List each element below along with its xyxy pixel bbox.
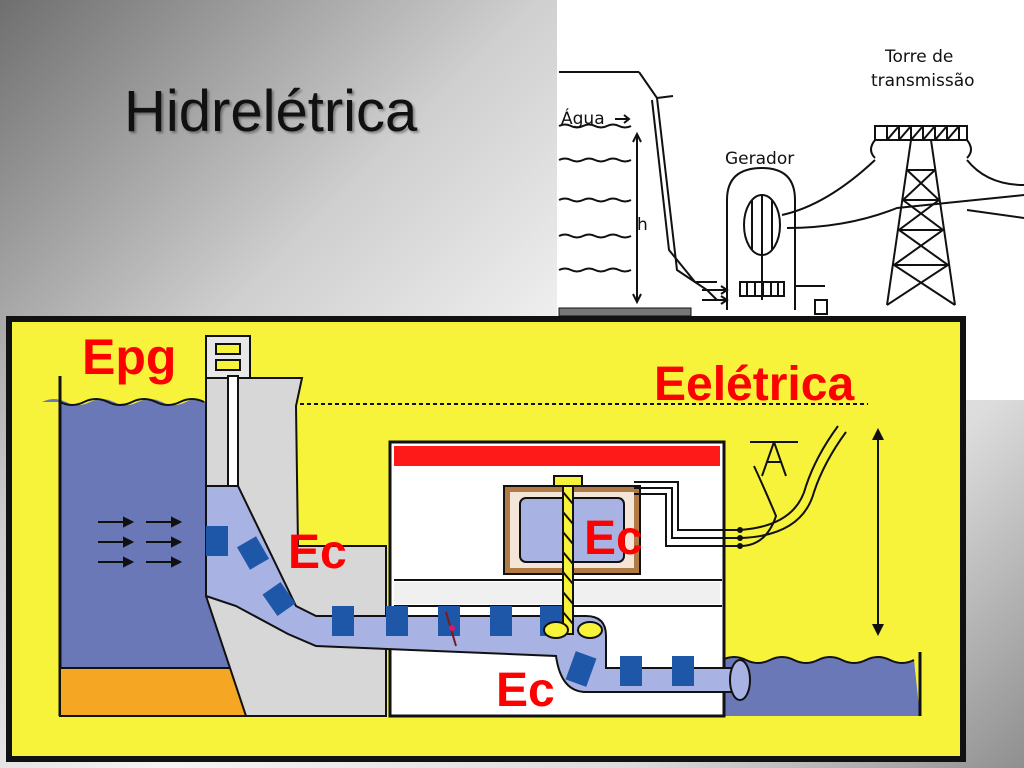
generator-label: Gerador: [725, 149, 794, 169]
label-eeletrica: Eelétrica: [654, 358, 854, 411]
tower-label-line1: Torre de: [884, 47, 953, 67]
label-epg: Epg: [82, 329, 176, 385]
label-ec-outlet: Ec: [496, 664, 555, 717]
label-ec-generator: Ec: [584, 512, 643, 565]
height-label: h: [637, 215, 648, 235]
water-label: Água: [561, 107, 605, 129]
slide-title: Hidrelétrica: [124, 79, 418, 144]
main-diagram: Epg Eelétrica Ec Ec Ec: [6, 316, 966, 762]
label-ec-penstock: Ec: [288, 526, 347, 579]
tower-label-line2: transmissão: [871, 71, 975, 91]
